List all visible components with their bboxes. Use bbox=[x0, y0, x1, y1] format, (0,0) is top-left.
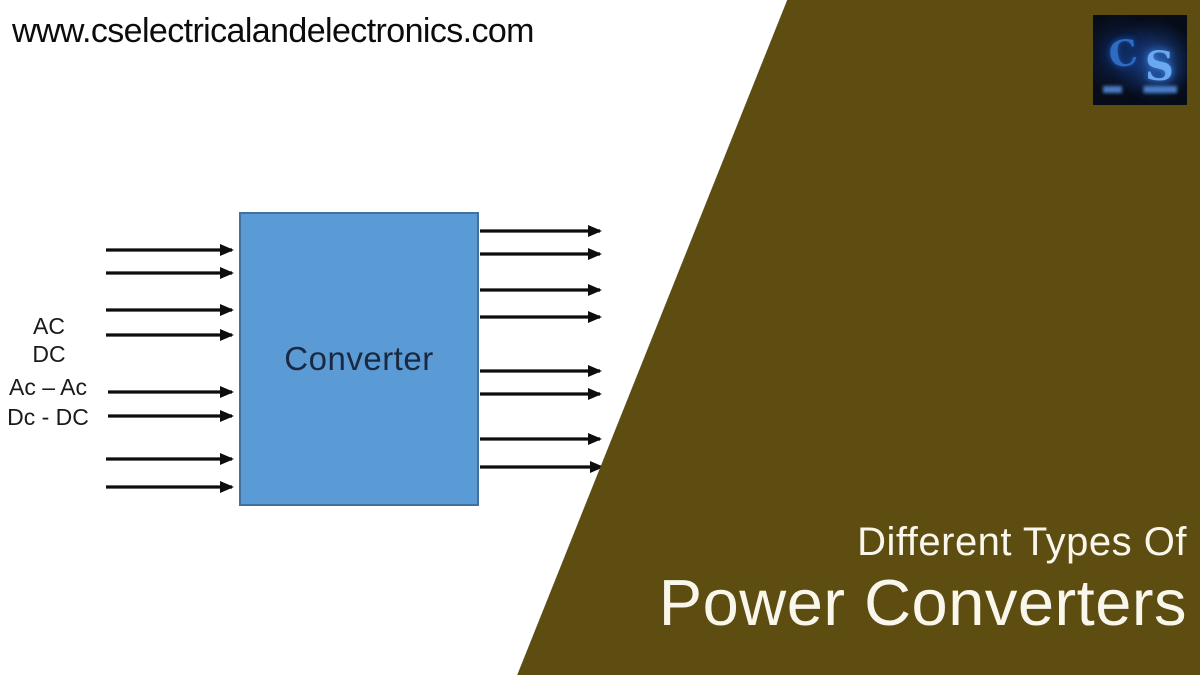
website-url: www.cselectricalandelectronics.com bbox=[12, 12, 535, 50]
title-subtitle: Different Types Of bbox=[857, 520, 1187, 564]
converter-label: Converter bbox=[284, 340, 433, 377]
input-label-ac: AC bbox=[33, 313, 65, 339]
input-label-dc: DC bbox=[32, 341, 65, 367]
title-main: Power Converters bbox=[658, 566, 1187, 639]
logo-letter-s: S bbox=[1145, 43, 1174, 90]
input-arrows bbox=[106, 244, 234, 493]
input-label-ac-ac: Ac – Ac bbox=[9, 374, 87, 400]
title-block: Different Types Of Power Converters bbox=[659, 518, 1187, 640]
converter-box bbox=[239, 212, 479, 506]
cs-logo: C S bbox=[1093, 15, 1187, 105]
input-label-dc-dc: Dc - DC bbox=[7, 404, 89, 430]
logo-letter-c: C bbox=[1106, 31, 1141, 77]
output-arrows bbox=[480, 225, 604, 473]
